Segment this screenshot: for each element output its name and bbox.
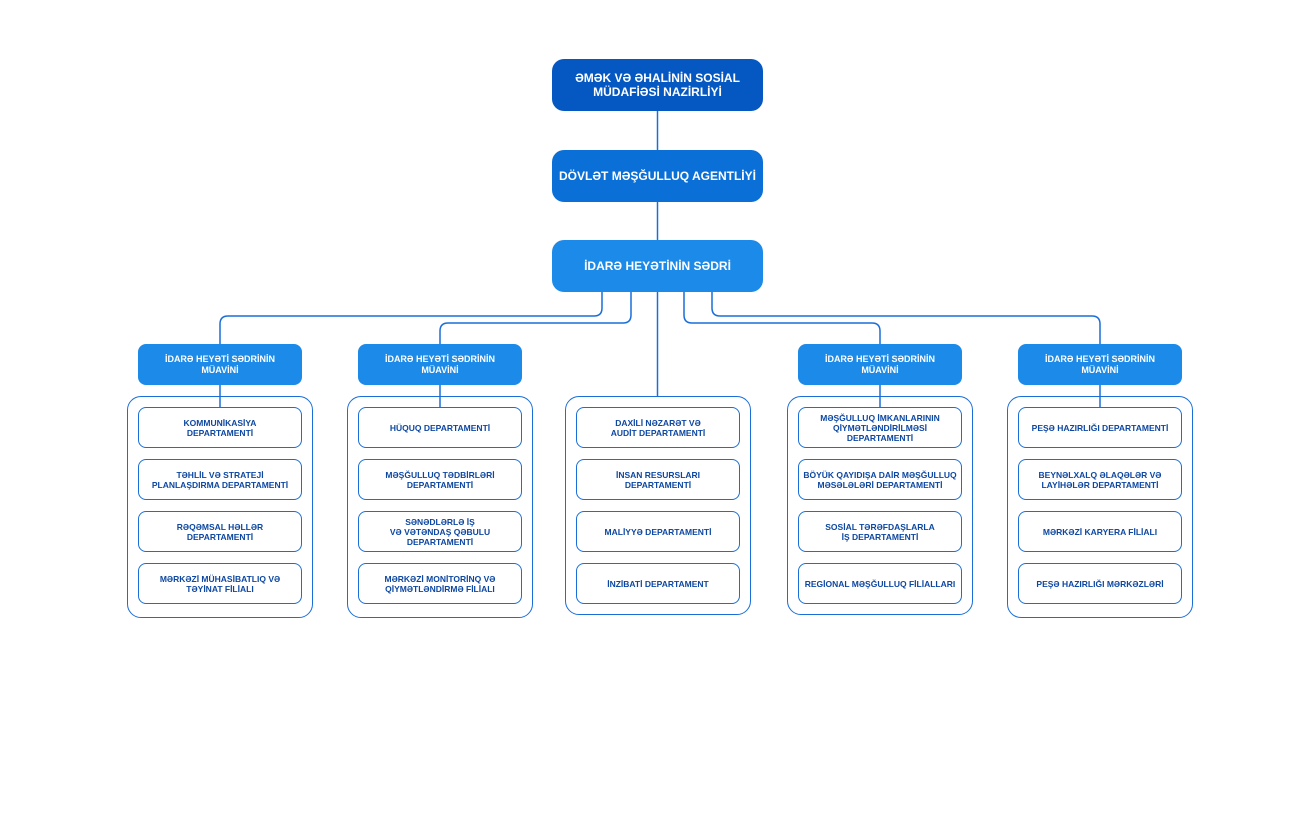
department-box: PEŞƏ HAZIRLIĞI DEPARTAMENTİ	[1018, 407, 1182, 448]
department-box: MƏŞĞULLUQ TƏDBİRLƏRİ DEPARTAMENTİ	[358, 459, 522, 500]
deputy-chairman-box: İDARƏ HEYƏTİ SƏDRİNİN MÜAVİNİ	[798, 344, 962, 385]
department-box: HÜQUQ DEPARTAMENTİ	[358, 407, 522, 448]
department-box: İNSAN RESURSLARI DEPARTAMENTİ	[576, 459, 740, 500]
department-box: TƏHLİL VƏ STRATEJİ PLANLAŞDIRMA DEPARTAM…	[138, 459, 302, 500]
department-group	[565, 396, 751, 615]
department-group	[1007, 396, 1193, 618]
department-box: İNZİBATİ DEPARTAMENT	[576, 563, 740, 604]
agency-box: DÖVLƏT MƏŞĞULLUQ AGENTLİYİ	[552, 150, 763, 202]
department-box: PEŞƏ HAZIRLIĞI MƏRKƏZLƏRİ	[1018, 563, 1182, 604]
department-box: KOMMUNİKASİYA DEPARTAMENTİ	[138, 407, 302, 448]
department-group	[347, 396, 533, 618]
department-group	[127, 396, 313, 618]
department-box: DAXİLİ NƏZARƏT VƏ AUDİT DEPARTAMENTİ	[576, 407, 740, 448]
department-box: SOSİAL TƏRƏFDAŞLARLA İŞ DEPARTAMENTİ	[798, 511, 962, 552]
ministry-box: ƏMƏK VƏ ƏHALİNİN SOSİAL MÜDAFİƏSİ NAZİRL…	[552, 59, 763, 111]
deputy-chairman-box: İDARƏ HEYƏTİ SƏDRİNİN MÜAVİNİ	[138, 344, 302, 385]
department-box: RƏQƏMSAL HƏLLƏR DEPARTAMENTİ	[138, 511, 302, 552]
department-box: MƏRKƏZİ KARYERA FİLİALI	[1018, 511, 1182, 552]
department-box: MƏŞĞULLUQ İMKANLARININ QİYMƏTLƏNDİRİLMƏS…	[798, 407, 962, 448]
board-chairman-box: İDARƏ HEYƏTİNİN SƏDRİ	[552, 240, 763, 292]
department-group	[787, 396, 973, 615]
deputy-chairman-box: İDARƏ HEYƏTİ SƏDRİNİN MÜAVİNİ	[358, 344, 522, 385]
department-box: REGİONAL MƏŞĞULLUQ FİLİALLARI	[798, 563, 962, 604]
deputy-chairman-box: İDARƏ HEYƏTİ SƏDRİNİN MÜAVİNİ	[1018, 344, 1182, 385]
department-box: MƏRKƏZİ MONİTORİNQ VƏ QİYMƏTLƏNDİRMƏ FİL…	[358, 563, 522, 604]
department-box: MƏRKƏZİ MÜHASİBATLIQ VƏ TƏYİNAT FİLİALI	[138, 563, 302, 604]
department-box: BÖYÜK QAYIDIŞA DAİR MƏŞĞULLUQ MƏSƏLƏLƏRİ…	[798, 459, 962, 500]
department-box: MALİYYƏ DEPARTAMENTİ	[576, 511, 740, 552]
department-box: SƏNƏDLƏRLƏ İŞ VƏ VƏTƏNDAŞ QƏBULU DEPARTA…	[358, 511, 522, 552]
department-box: BEYNƏLXALQ ƏLAQƏLƏR VƏ LAYİHƏLƏR DEPARTA…	[1018, 459, 1182, 500]
